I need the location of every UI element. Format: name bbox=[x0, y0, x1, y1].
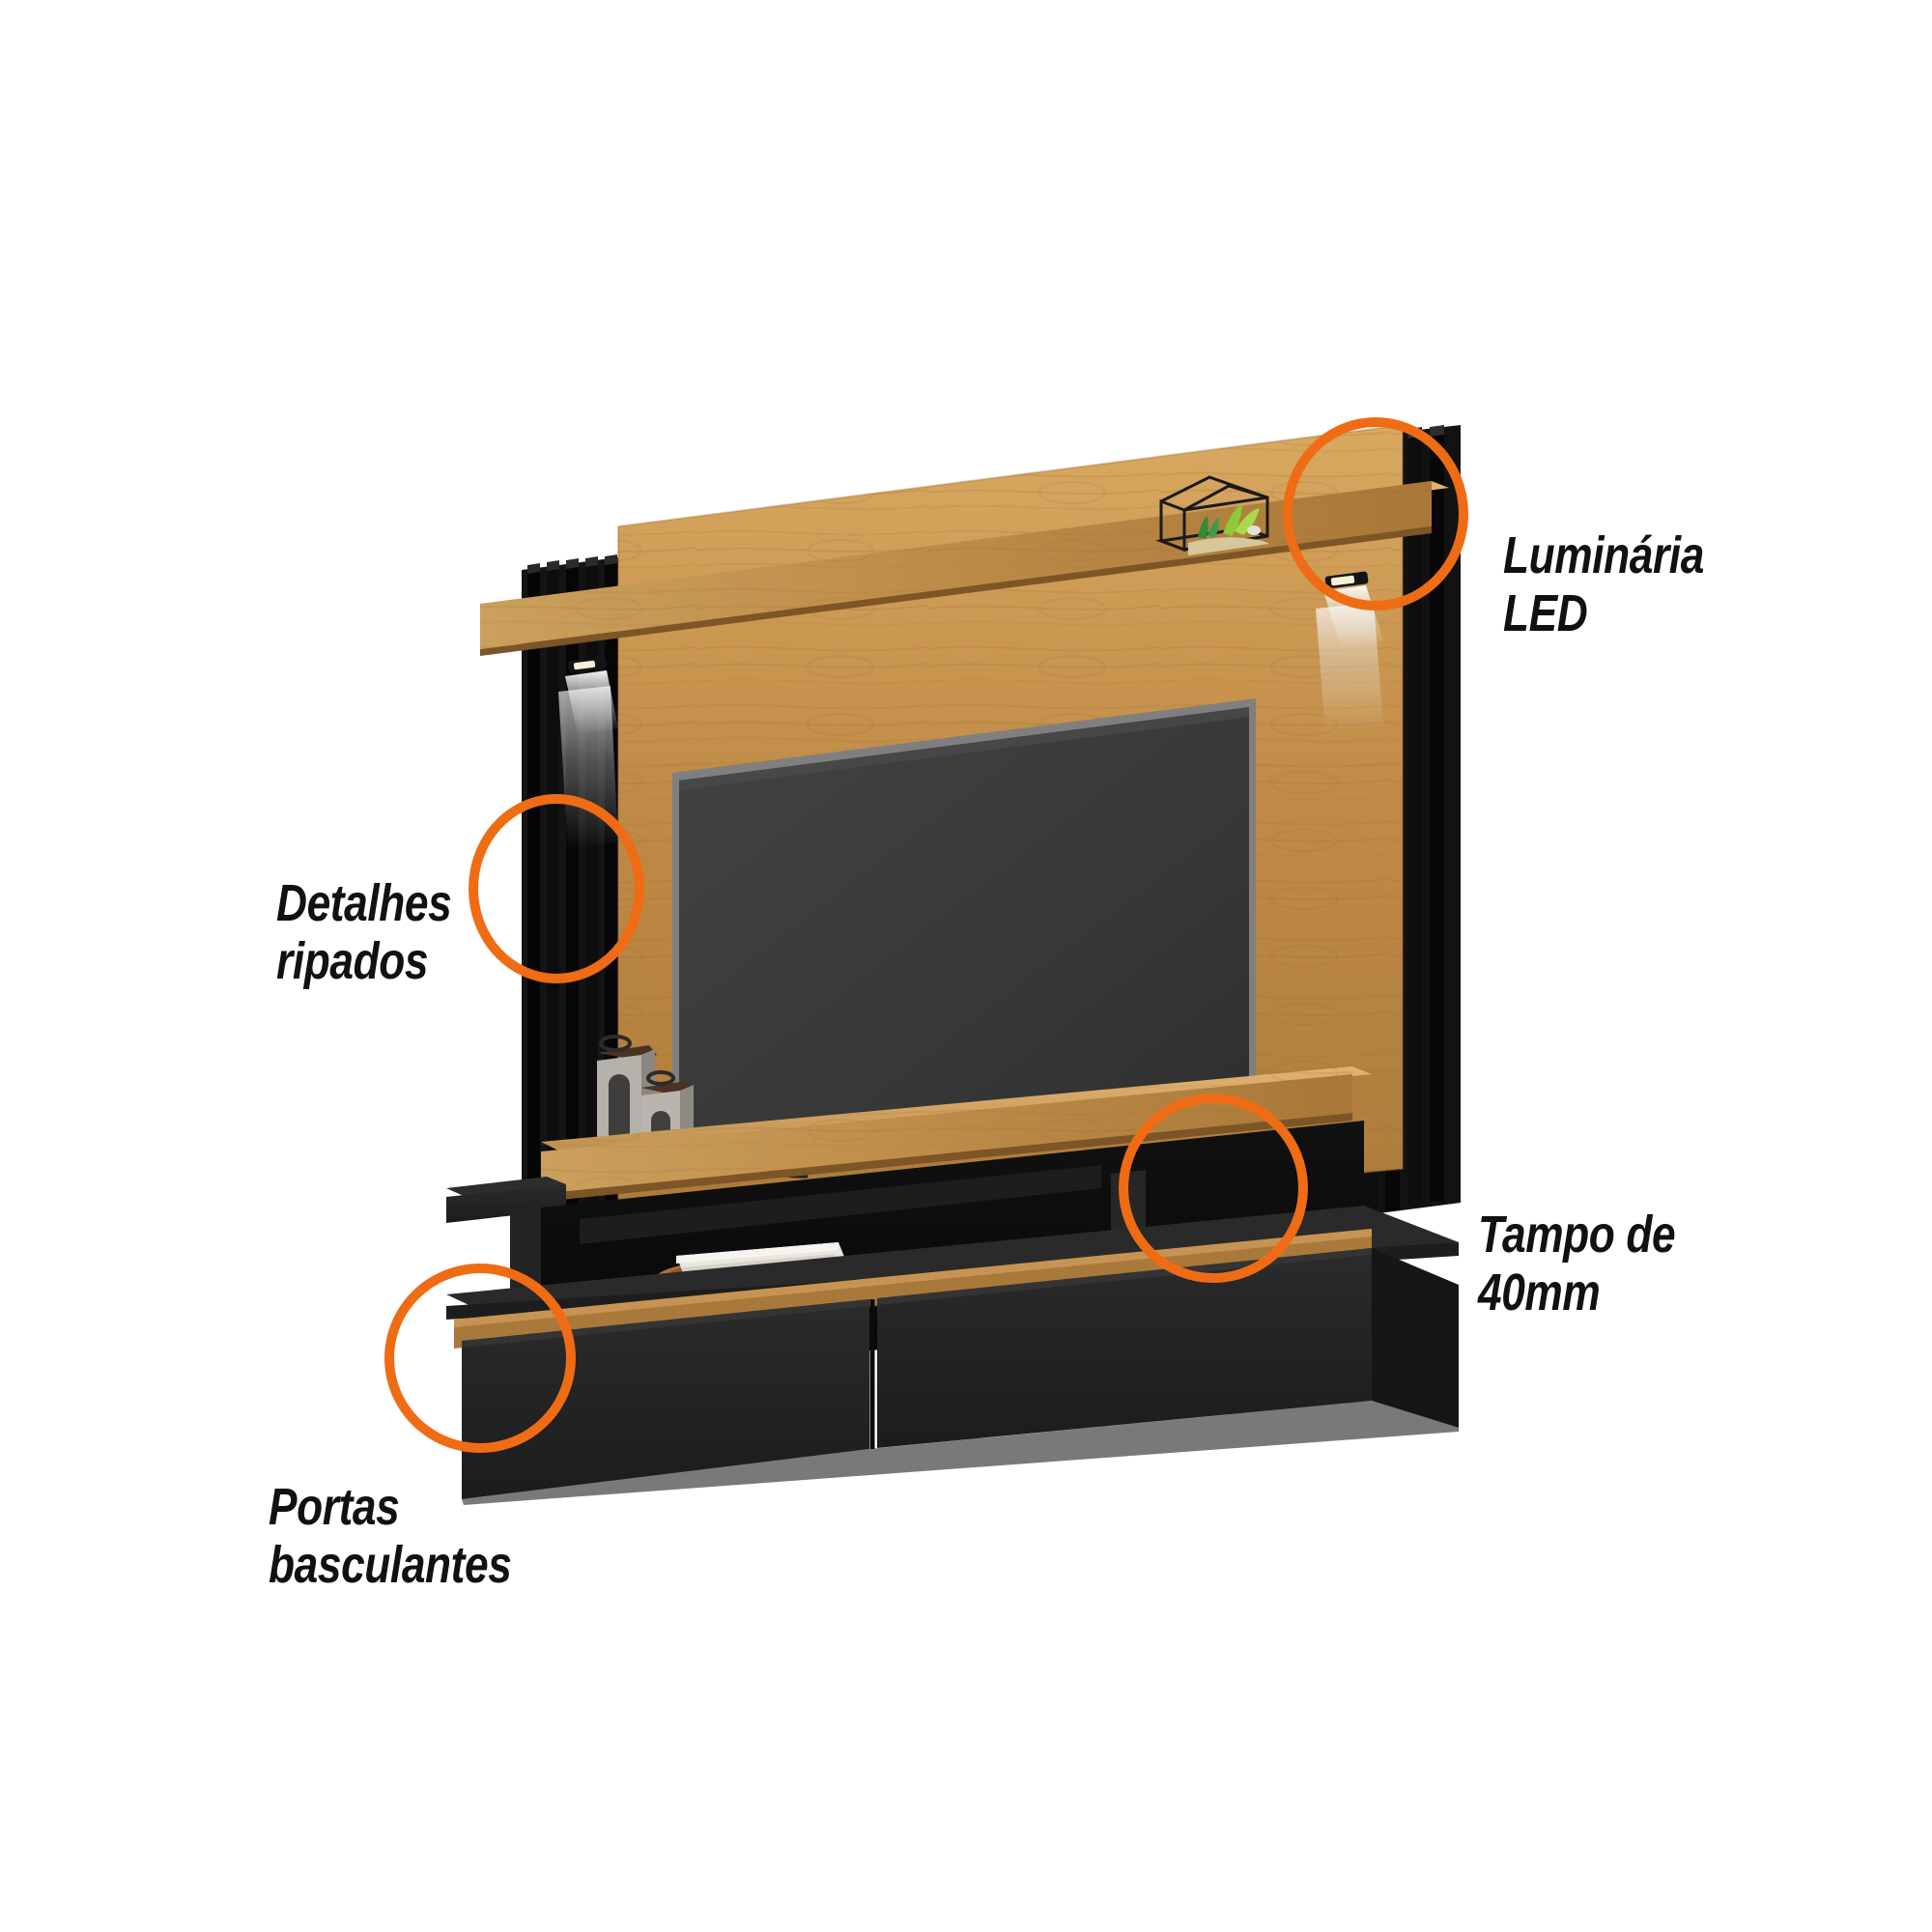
terrarium-plant bbox=[1155, 475, 1269, 555]
cabinet-side-panel bbox=[1372, 1248, 1459, 1428]
callout-circle-detalhes-ripados bbox=[469, 794, 644, 983]
left-step-shelf bbox=[446, 1177, 566, 1289]
callout-label-detalhes-ripados: Detalhes ripados bbox=[276, 874, 452, 991]
callout-label-portas-basculantes: Portas basculantes bbox=[269, 1478, 512, 1595]
callout-label-luminaria-led: Luminária LED bbox=[1503, 526, 1704, 643]
callout-circle-luminaria-led bbox=[1283, 417, 1468, 611]
callout-circle-tampo-40mm bbox=[1119, 1094, 1308, 1283]
tv-screen bbox=[672, 698, 1256, 1179]
callout-label-tampo-40mm: Tampo de 40mm bbox=[1478, 1206, 1676, 1322]
callout-circle-portas-basculantes bbox=[384, 1264, 576, 1453]
